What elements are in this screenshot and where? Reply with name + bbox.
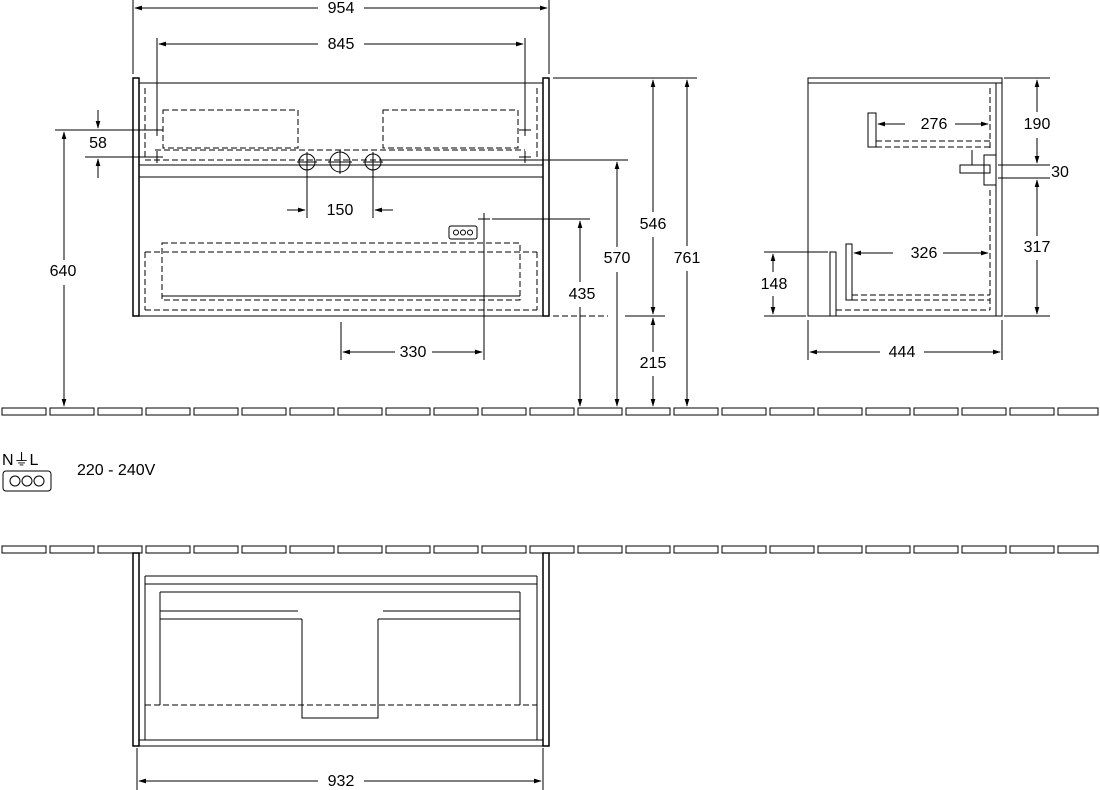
dim-761: 761 xyxy=(674,250,701,267)
dim-148: 148 xyxy=(761,276,788,293)
tap-hole-right-icon xyxy=(363,152,383,172)
dim-954: 954 xyxy=(328,0,355,17)
dim-326: 326 xyxy=(911,245,938,262)
dim-58: 58 xyxy=(89,135,107,152)
plan-view: 932 xyxy=(132,552,550,790)
socket-icon xyxy=(448,225,478,240)
dim-330: 330 xyxy=(400,344,427,361)
terminal-labels: N⏚L xyxy=(2,451,39,469)
dim-640: 640 xyxy=(50,263,77,280)
dim-215: 215 xyxy=(640,355,667,372)
dim-435: 435 xyxy=(569,286,596,303)
dim-190: 190 xyxy=(1024,116,1051,133)
dim-30: 30 xyxy=(1051,164,1069,181)
dim-932: 932 xyxy=(328,773,355,790)
dim-317: 317 xyxy=(1024,239,1051,256)
terminal-block-icon xyxy=(2,470,52,492)
dim-150: 150 xyxy=(327,202,354,219)
tap-hole-left-icon xyxy=(297,152,317,172)
drain-fitting-icon xyxy=(959,150,997,186)
dim-570: 570 xyxy=(604,250,631,267)
dim-444: 444 xyxy=(889,344,916,361)
electrical-legend: N⏚L 220 - 240V xyxy=(2,451,156,492)
dim-845: 845 xyxy=(328,36,355,53)
floor-line-upper xyxy=(1,407,1099,416)
tap-hole-center-icon xyxy=(328,150,352,174)
dim-276: 276 xyxy=(921,116,948,133)
voltage-label: 220 - 240V xyxy=(77,462,156,479)
side-view: 276 326 190 30 317 148 444 xyxy=(761,77,1069,361)
dim-546: 546 xyxy=(640,216,667,233)
floor-line-lower xyxy=(1,545,1099,554)
front-view: 954 845 58 640 150 330 435 xyxy=(50,0,701,407)
